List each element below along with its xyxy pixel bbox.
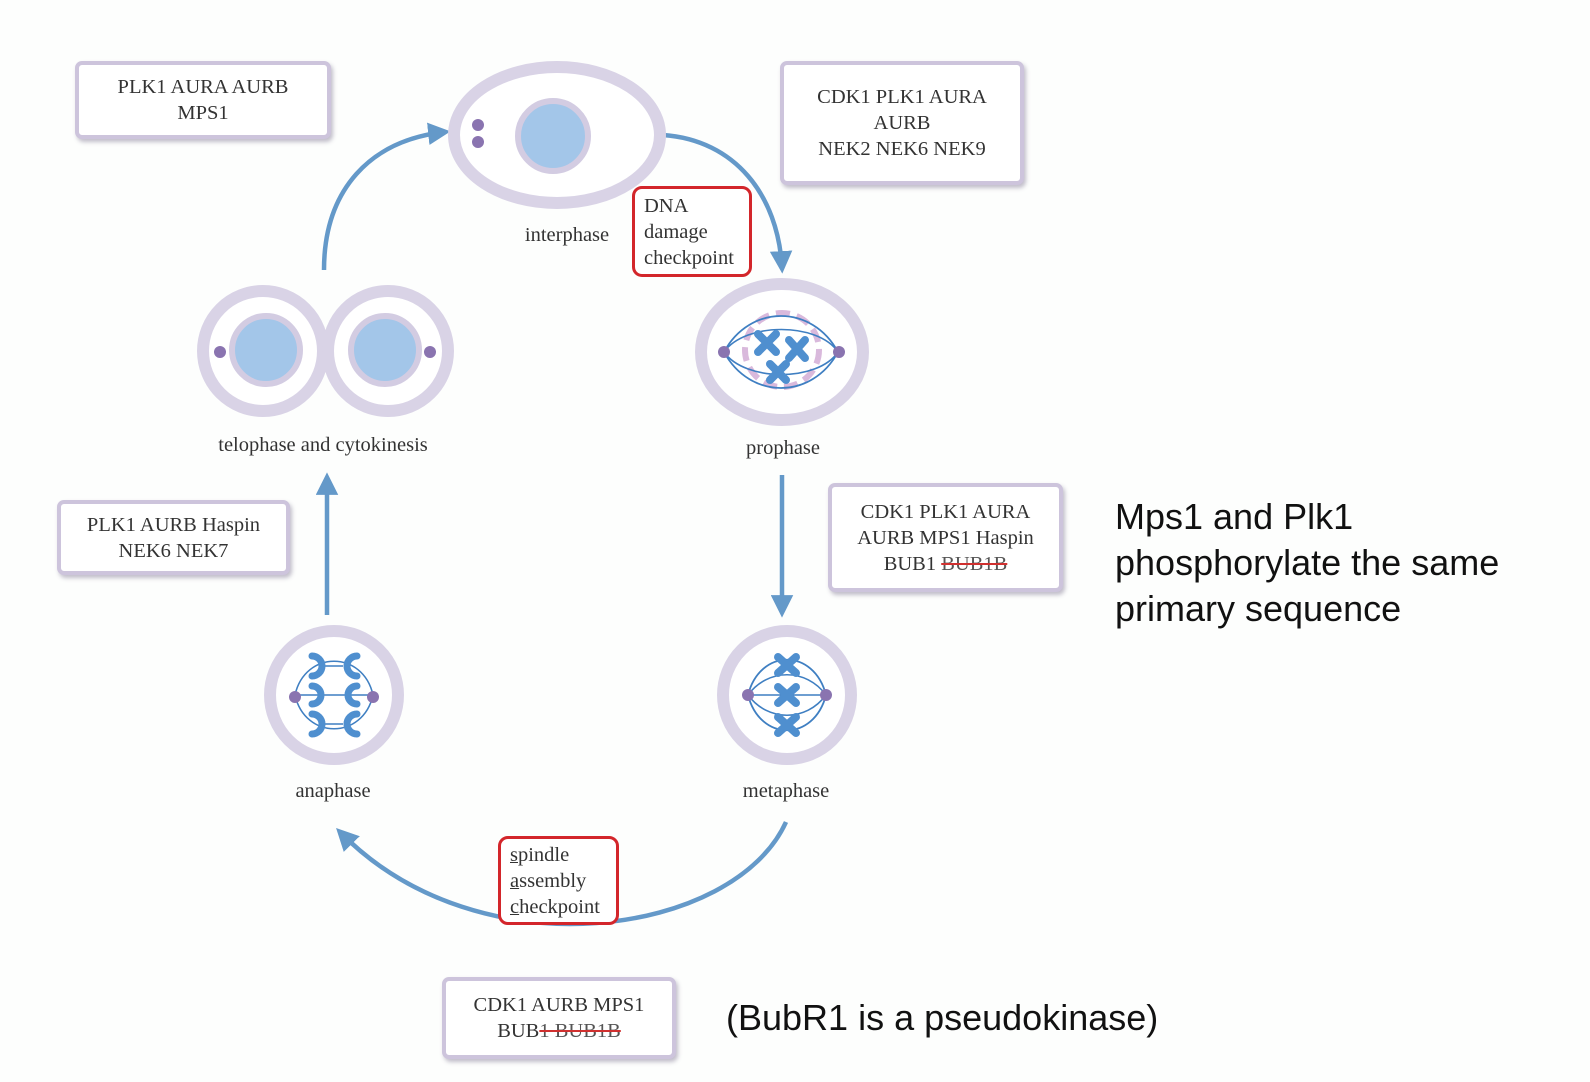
checkpoint-line: checkpoint (644, 247, 734, 269)
kinase-box-metaphase-anaphase: CDK1 AURB MPS1 BUB1 BUB1B (442, 977, 676, 1059)
kinase-box-prophase-metaphase: CDK1 PLK1 AURA AURB MPS1 Haspin BUB1 BUB… (828, 483, 1063, 592)
checkpoint-line: checkpoint (510, 894, 616, 920)
note-mps1-plk1: Mps1 and Plk1 phosphorylate the same pri… (1115, 494, 1499, 632)
centrosome (214, 346, 226, 358)
centrosome (742, 689, 754, 701)
note-line: Mps1 and Plk1 (1115, 496, 1354, 537)
arrow-telophase-to-interphase (321, 122, 451, 271)
centrosome (424, 346, 436, 358)
note-line: phosphorylate the same (1115, 542, 1500, 583)
arrow-interphase-to-prophase (662, 132, 793, 274)
acronym-letter: a (510, 870, 520, 892)
kinase-line: CDK1 PLK1 AURA (817, 86, 987, 108)
kinase-line: PLK1 AURB Haspin (86, 513, 261, 536)
phase-label-interphase: interphase (524, 224, 610, 246)
struck-kinase-name: BUB1B (941, 552, 1008, 575)
kinase-line: AURB MPS1 Haspin (857, 526, 1034, 549)
kinase-line: BUB1 BUB1B (497, 1018, 621, 1044)
struck-kinase-name: 1 BUB1B (539, 1020, 621, 1042)
centrosome (820, 689, 832, 701)
phase-label-anaphase: anaphase (295, 780, 371, 802)
kinase-name: BUB1 (883, 552, 937, 575)
phase-label-prophase: prophase (745, 437, 821, 459)
checkpoint-word: pindle (517, 844, 570, 866)
kinase-name: BUB (497, 1020, 540, 1042)
checkpoint-word: ssembly (519, 870, 587, 892)
centrosome (472, 119, 484, 131)
kinase-line: AURB (873, 112, 931, 134)
metaphase-cell (717, 625, 857, 765)
spindle-assembly-checkpoint-box: spindle assembly checkpoint (498, 836, 619, 925)
centrosome (367, 691, 379, 703)
kinase-line: NEK6 NEK7 (118, 539, 229, 562)
kinase-box-interphase-prophase: CDK1 PLK1 AURA AURB NEK2 NEK6 NEK9 (780, 61, 1024, 185)
kinase-line: CDK1 AURB MPS1 (473, 994, 645, 1016)
kinase-line: CDK1 PLK1 AURA (860, 500, 1031, 523)
centrosome (289, 691, 301, 703)
centrosome (718, 346, 730, 358)
kinase-line: PLK1 AURA AURB (117, 76, 289, 98)
anaphase-cell (264, 625, 404, 765)
kinase-line: MPS1 (177, 102, 229, 124)
phase-label-metaphase: metaphase (742, 780, 830, 802)
checkpoint-line: assembly (510, 868, 616, 894)
checkpoint-line: spindle (510, 842, 616, 868)
centrosome (472, 136, 484, 148)
dna-damage-checkpoint-box: DNA damage checkpoint (632, 186, 752, 277)
interphase-cell (448, 61, 666, 209)
acronym-letter: c (510, 896, 520, 918)
kinase-box-telophase-interphase: PLK1 AURA AURB MPS1 (75, 61, 331, 139)
checkpoint-word: heckpoint (519, 896, 600, 918)
kinase-line: NEK2 NEK6 NEK9 (818, 138, 986, 160)
checkpoint-line: DNA (644, 195, 689, 217)
phase-label-telophase: telophase and cytokinesis (218, 434, 428, 456)
checkpoint-line: damage (644, 221, 708, 243)
acronym-letter: s (510, 844, 518, 866)
telophase-cells (197, 285, 454, 417)
note-bubr1-pseudokinase: (BubR1 is a pseudokinase) (726, 997, 1159, 1038)
kinase-line: BUB1 BUB1B (884, 551, 1008, 577)
prophase-cell (695, 278, 869, 426)
kinase-box-anaphase-telophase: PLK1 AURB Haspin NEK6 NEK7 (57, 500, 290, 575)
note-line: primary sequence (1115, 588, 1402, 629)
centrosome (833, 346, 845, 358)
